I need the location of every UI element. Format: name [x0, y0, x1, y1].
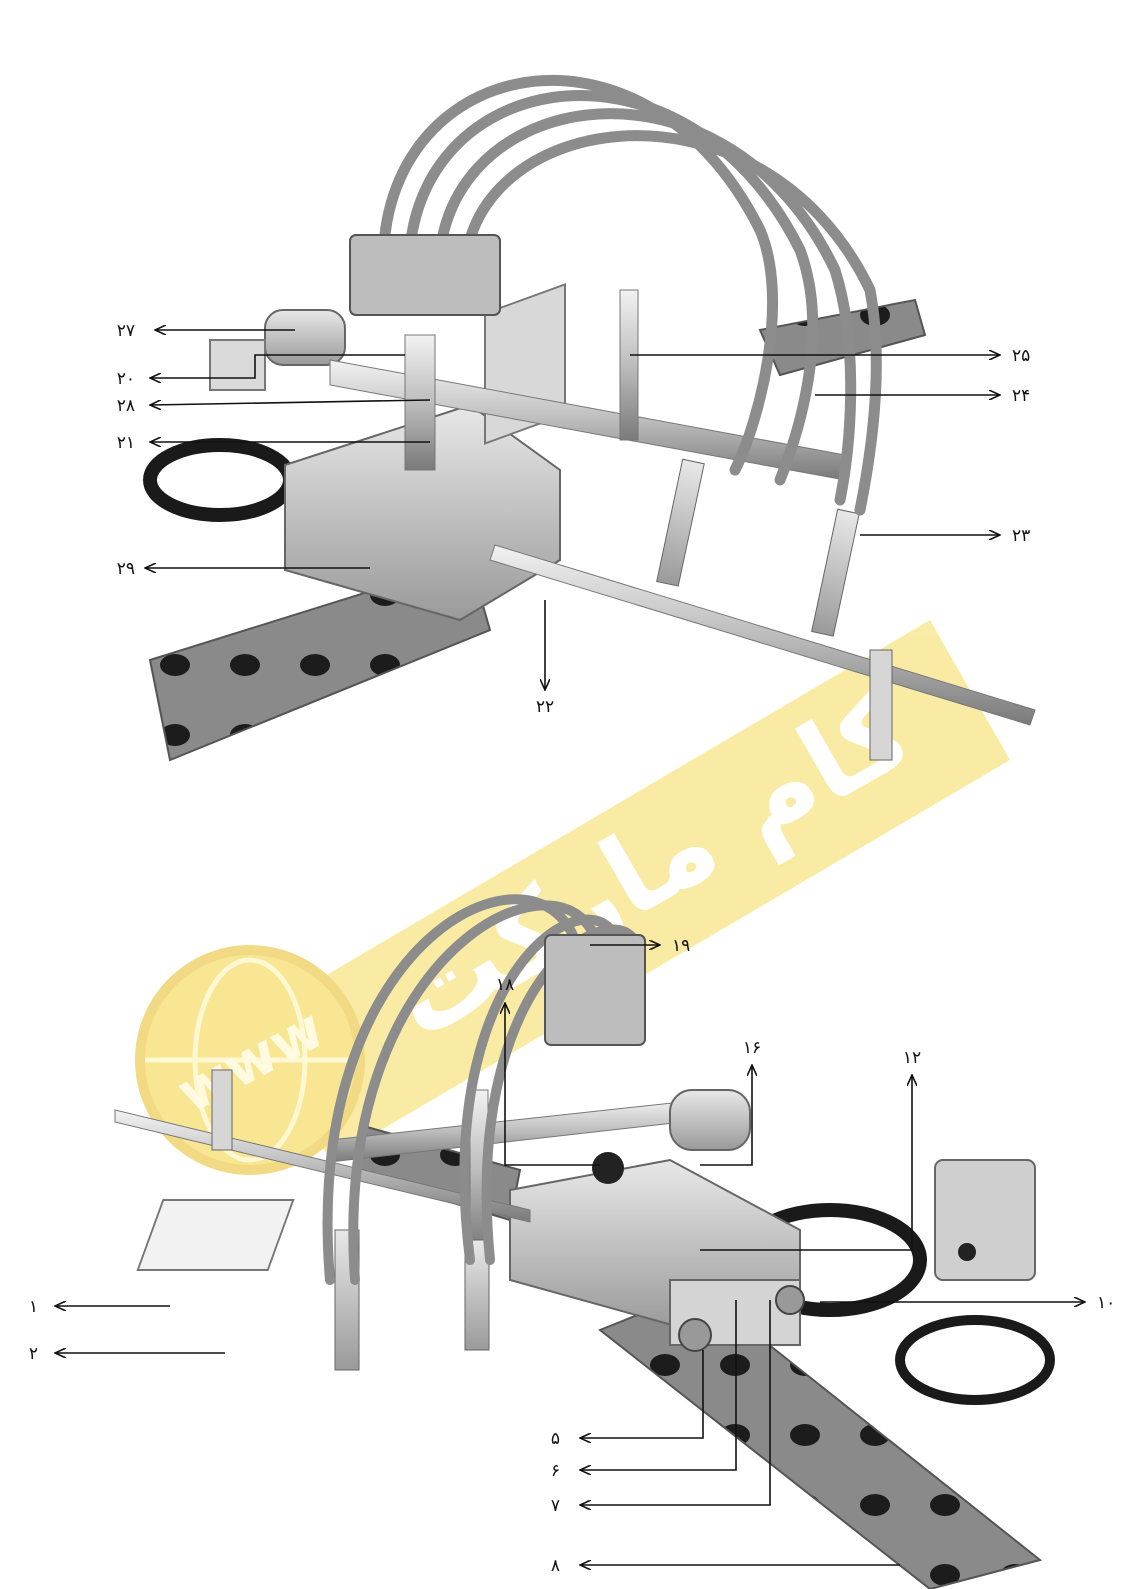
top-machine-illustration [143, 75, 1036, 762]
bottom-wheel [678, 1318, 712, 1352]
callout-label-21: ۲۱ [117, 433, 135, 453]
callout-label-27: ۲۷ [117, 321, 135, 341]
bottom-control-knob [958, 1243, 976, 1261]
callout-label-20: ۲۰ [117, 369, 135, 389]
top-callouts [145, 330, 1000, 690]
top-callout-labels: ۲۷ ۲۰ ۲۸ ۲۱ ۲۹ ۲۲ ۲۵ ۲۴ ۲۳ [117, 321, 1031, 717]
callout-arrow-6 [580, 1300, 737, 1470]
bottom-machine-illustration [114, 894, 1055, 1589]
top-track-rail-far [758, 298, 927, 377]
callout-label-19: ۱۹ [672, 936, 690, 956]
callout-arrow-7 [580, 1300, 771, 1505]
watermark-brand-text: کام مارکت [369, 665, 934, 1065]
callout-label-22: ۲۲ [536, 697, 554, 717]
bottom-height-knob [592, 1152, 624, 1184]
callout-label-16: ۱۶ [743, 1038, 761, 1058]
bottom-callout-labels: ۱۹ ۱۸ ۱۶ ۱۲ ۱۰ ۱ ۲ ۵ ۶ ۷ ۸ [29, 936, 1115, 1576]
callout-label-5: ۵ [551, 1429, 560, 1449]
top-torch [656, 458, 705, 587]
bottom-control-box [934, 1159, 1036, 1281]
top-guide-rod [489, 544, 1036, 726]
callout-label-12: ۱۲ [903, 1048, 921, 1068]
callout-label-25: ۲۵ [1012, 346, 1030, 366]
watermark-banner [250, 620, 1010, 1160]
top-post [404, 334, 436, 471]
callout-label-24: ۲۴ [1012, 386, 1030, 406]
callout-label-6: ۶ [551, 1461, 560, 1481]
top-control-box [209, 339, 266, 391]
callout-arrow-28 [150, 399, 431, 405]
top-post [619, 289, 639, 441]
bottom-control-panel [136, 1199, 295, 1271]
callout-label-7: ۷ [551, 1496, 560, 1516]
top-gas-hoses [377, 75, 882, 516]
top-torch [811, 508, 860, 637]
bottom-callouts [55, 945, 1085, 1565]
callout-label-28: ۲۸ [117, 396, 135, 416]
top-guide-wheel [869, 649, 893, 761]
callout-label-2: ۲ [29, 1344, 38, 1364]
bottom-motor-housing [669, 1089, 751, 1151]
bottom-cable-coil-2 [895, 1315, 1055, 1405]
callout-label-29: ۲۹ [117, 559, 135, 579]
top-cable-coil [143, 438, 297, 522]
callout-arrow-5 [580, 1350, 704, 1438]
callout-label-8: ۸ [551, 1556, 560, 1576]
callout-label-18: ۱۸ [496, 975, 514, 995]
callout-arrow-12 [700, 1075, 912, 1251]
callout-arrow-18 [505, 1003, 600, 1166]
callout-label-1: ۱ [29, 1297, 38, 1317]
callout-arrow-16 [700, 1065, 752, 1166]
callout-label-23: ۲۳ [1012, 526, 1030, 546]
top-valve-block [349, 234, 501, 316]
bottom-wheel [775, 1285, 805, 1315]
top-motor-housing [264, 309, 346, 366]
callout-arrow-20 [150, 354, 405, 378]
bottom-valve-block [544, 934, 646, 1046]
bottom-track-rail [598, 1288, 1043, 1589]
callout-label-10: ۱۰ [1097, 1293, 1115, 1313]
bottom-guide-wheel [211, 1069, 233, 1151]
